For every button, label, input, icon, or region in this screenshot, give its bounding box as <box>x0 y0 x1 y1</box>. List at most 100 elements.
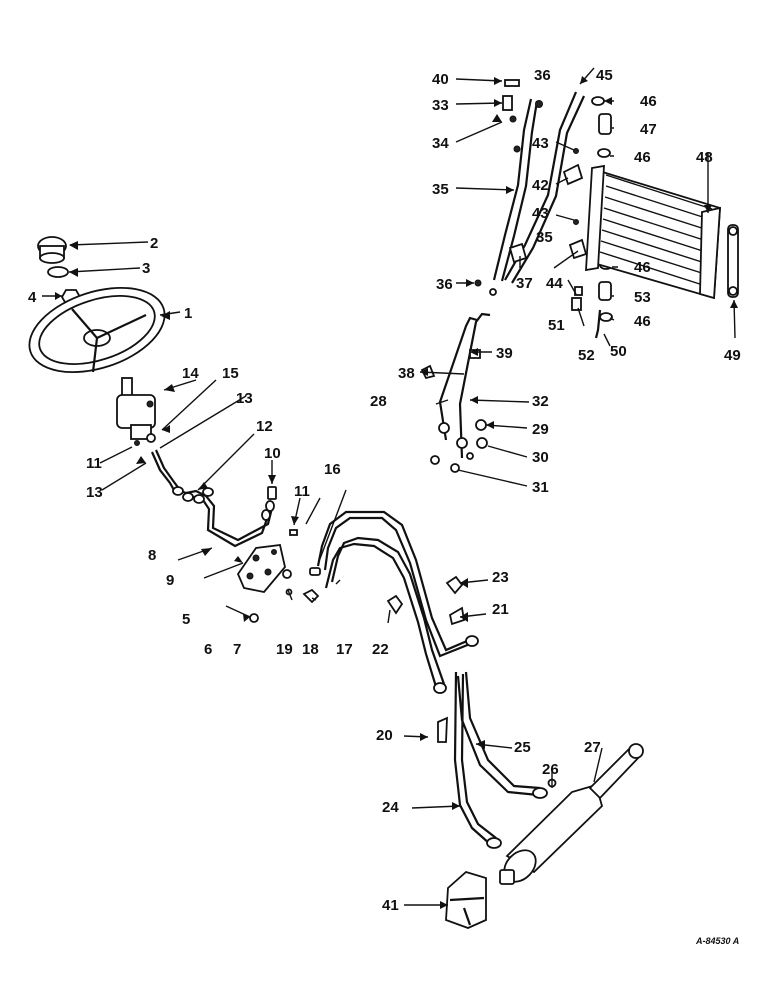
part-label-33: 33 <box>432 97 449 114</box>
part-label-11b: 11 <box>294 483 310 500</box>
o-ring-part <box>282 569 292 579</box>
part-label-9: 9 <box>166 572 174 589</box>
part-label-51: 51 <box>548 317 565 334</box>
part-label-25: 25 <box>514 739 531 756</box>
o-ring-part <box>573 148 579 154</box>
drawing-reference: A-84530 A <box>695 936 739 946</box>
part-label-49: 49 <box>724 347 741 364</box>
part-label-43b: 43 <box>532 205 549 222</box>
part-label-46: 46 <box>640 93 657 110</box>
part-labels: 1 2 3 4 5 6 7 8 9 10 11 11 12 13 13 14 1… <box>28 67 741 914</box>
part-label-13: 13 <box>236 390 253 407</box>
part-label-23: 23 <box>492 569 509 586</box>
o-ring-part <box>489 288 497 296</box>
part-label-52: 52 <box>578 347 595 364</box>
part-label-20: 20 <box>376 727 393 744</box>
fitting-part <box>535 100 543 108</box>
part-label-53: 53 <box>634 289 651 306</box>
part-label-10: 10 <box>264 445 281 462</box>
tee-fitting-part <box>562 163 584 186</box>
o-ring-part <box>249 613 259 623</box>
o-ring-part <box>430 455 440 465</box>
fitting-part <box>509 115 517 123</box>
part-label-27: 27 <box>584 739 601 756</box>
part-label-48: 48 <box>696 149 713 166</box>
part-label-21: 21 <box>492 601 509 618</box>
part-label-41: 41 <box>382 897 399 914</box>
part-label-13b: 13 <box>86 484 103 501</box>
o-ring-part <box>466 452 474 460</box>
part-label-22: 22 <box>372 641 389 658</box>
part-label-36b: 36 <box>436 276 453 293</box>
part-label-30: 30 <box>532 449 549 466</box>
o-ring-part <box>134 440 140 446</box>
clamp-part <box>448 606 466 626</box>
part-label-8: 8 <box>148 547 156 564</box>
part-label-35b: 35 <box>536 229 553 246</box>
part-label-1: 1 <box>184 305 192 322</box>
horn-button-part <box>37 236 67 264</box>
hose-part <box>453 671 548 849</box>
part-label-43: 43 <box>532 135 549 152</box>
part-label-12: 12 <box>256 418 273 435</box>
part-label-19: 19 <box>276 641 293 658</box>
control-valve-part <box>236 544 286 593</box>
fitting-part <box>474 279 482 287</box>
part-label-42: 42 <box>532 177 549 194</box>
part-label-3: 3 <box>142 260 150 277</box>
o-ring-part <box>450 463 460 473</box>
bracket-part <box>571 297 582 311</box>
part-label-46b: 46 <box>634 149 651 166</box>
fitting-part <box>475 419 487 431</box>
steering-cylinder-part <box>499 743 644 885</box>
clip-part <box>386 594 404 615</box>
part-label-38: 38 <box>398 365 415 382</box>
part-label-47: 47 <box>640 121 657 138</box>
tube-part <box>316 510 479 694</box>
fitting-part <box>309 567 321 576</box>
washer-part <box>47 266 69 278</box>
fitting-part <box>513 145 521 153</box>
part-label-5: 5 <box>182 611 190 628</box>
part-label-16: 16 <box>324 461 341 478</box>
oil-cooler-part <box>585 164 721 300</box>
o-ring-part <box>573 219 579 225</box>
part-label-46d: 46 <box>634 313 651 330</box>
part-label-32: 32 <box>532 393 549 410</box>
part-label-18: 18 <box>302 641 319 658</box>
fitting-part <box>267 486 277 500</box>
part-label-37: 37 <box>516 275 533 292</box>
part-label-34: 34 <box>432 135 449 152</box>
bracket-part <box>437 716 448 743</box>
part-label-15: 15 <box>222 365 239 382</box>
clip-part <box>508 242 528 264</box>
part-label-36: 36 <box>534 67 551 84</box>
steering-valve-part <box>116 377 156 440</box>
part-label-17: 17 <box>336 641 353 658</box>
part-label-45: 45 <box>596 67 613 84</box>
part-label-35: 35 <box>432 181 449 198</box>
steering-wheel-part <box>28 286 166 374</box>
part-label-6: 6 <box>204 641 212 658</box>
fitting-part <box>146 433 156 443</box>
part-label-26: 26 <box>542 761 559 778</box>
part-label-50: 50 <box>610 343 627 360</box>
part-label-44: 44 <box>546 275 563 292</box>
part-label-11: 11 <box>86 455 102 472</box>
part-label-24: 24 <box>382 799 399 816</box>
part-label-2: 2 <box>150 235 158 252</box>
clip-part <box>504 79 520 87</box>
mounting-strap-part <box>727 224 739 298</box>
tube-part <box>150 449 275 548</box>
clip-part <box>445 575 464 595</box>
part-label-39: 39 <box>496 345 513 362</box>
part-label-7: 7 <box>233 641 241 658</box>
fitting-part <box>476 437 488 449</box>
cylinder-anchor-part <box>445 870 487 929</box>
part-label-40: 40 <box>432 71 449 88</box>
part-label-46c: 46 <box>634 259 651 276</box>
part-label-4: 4 <box>28 289 37 306</box>
clip-part <box>502 95 513 111</box>
